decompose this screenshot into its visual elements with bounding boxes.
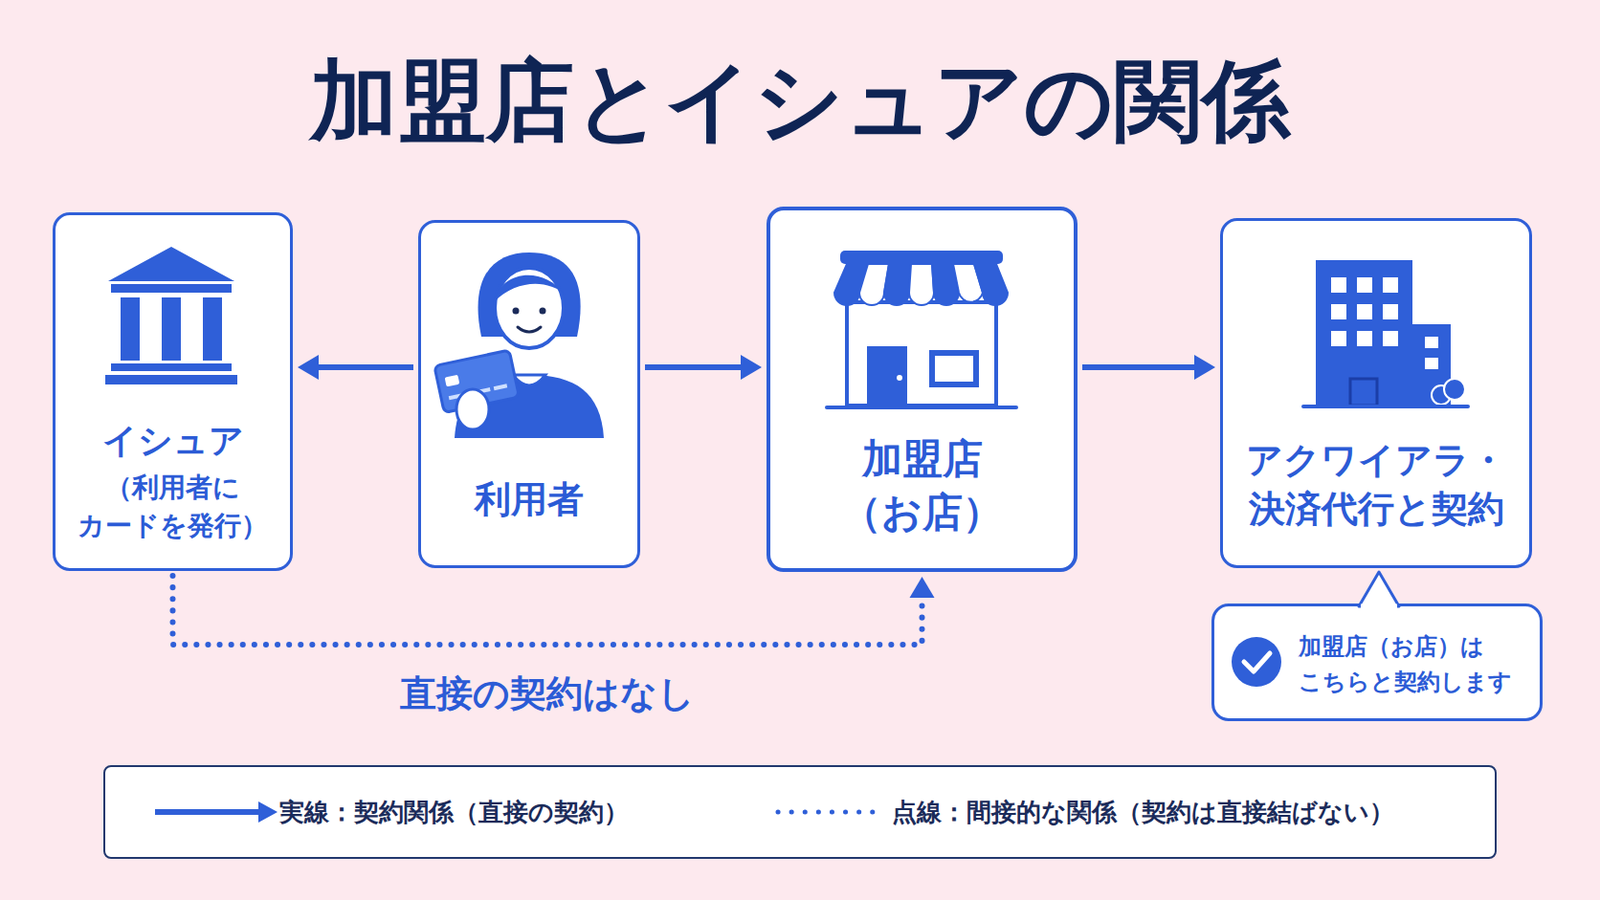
user-box: 利用者 xyxy=(418,220,641,569)
callout-tail xyxy=(1358,572,1400,607)
node-text: アクワイアラ・ 決済代行と契約 xyxy=(1228,436,1524,534)
legend-text: 実線：契約関係（直接の契約） xyxy=(279,795,629,830)
arrow-connector xyxy=(644,364,744,371)
merchant-box: 加盟店（お店） xyxy=(766,206,1078,573)
diagram-title: 加盟店とイシュアの関係 xyxy=(0,47,1600,156)
legend-swatch xyxy=(155,798,282,827)
arrow-head xyxy=(910,577,935,599)
arrow-connector xyxy=(1082,364,1198,371)
dotted-connector xyxy=(173,576,923,645)
node-text: （お店） xyxy=(776,486,1068,540)
callout-box: 加盟店（お店）は こちらと契約します xyxy=(1211,603,1543,722)
node-text: （利用者に カードを発行） xyxy=(61,468,285,546)
node-text: 加盟店 xyxy=(776,432,1068,487)
arrow-connector xyxy=(315,364,414,371)
legend-text: 点線：間接的な関係（契約は直接結ばない） xyxy=(891,795,1395,830)
node-text: 加盟店（お店）は こちらと契約します xyxy=(1298,629,1534,701)
legend-swatch xyxy=(775,798,877,827)
node-text: イシュア xyxy=(61,418,285,465)
edge-label: 直接の契約はなし xyxy=(400,670,695,717)
arrow-head xyxy=(740,355,762,380)
arrow-head xyxy=(297,355,319,380)
acquirer-box: アクワイアラ・ 決済代行と契約 xyxy=(1220,218,1533,569)
issuer-box: イシュア（利用者に カードを発行） xyxy=(52,212,293,572)
node-text: 利用者 xyxy=(426,476,632,523)
arrow-head xyxy=(1194,355,1216,380)
